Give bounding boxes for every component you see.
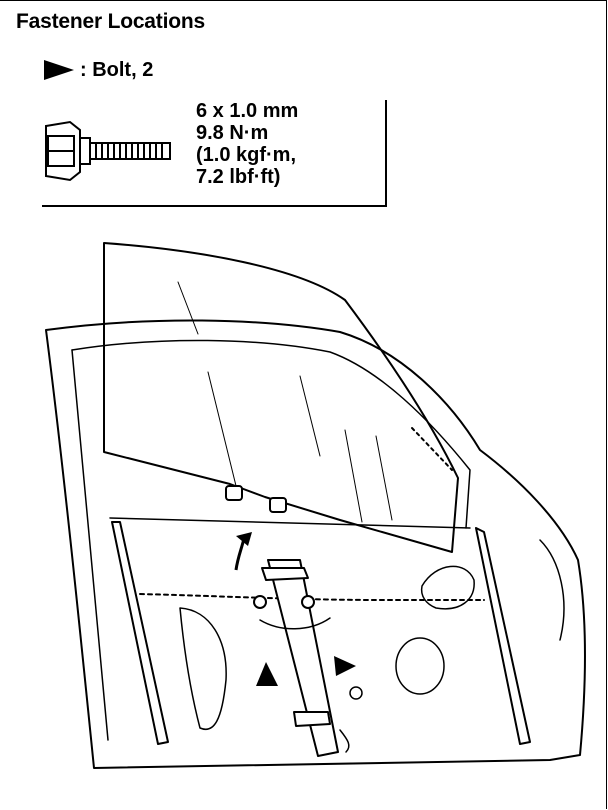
glass-clip-front	[225, 485, 243, 501]
glass-clip-rear	[269, 497, 287, 513]
window-glass	[103, 242, 459, 553]
door-panel	[45, 319, 586, 769]
triangle-marker-icon	[334, 656, 356, 676]
triangle-marker-icon	[256, 662, 278, 686]
up-arrow-icon	[234, 532, 252, 571]
spec-line-size: 6 x 1.0 mm	[196, 100, 299, 122]
spec-box-bottom	[42, 205, 387, 207]
regulator-rail	[267, 559, 339, 757]
front-run-channel	[111, 521, 169, 745]
bolt-rear	[301, 595, 315, 609]
legend-bolt: : Bolt, 2	[42, 58, 153, 82]
spec-box-right	[385, 100, 387, 207]
spec-line-torque-kgfm: (1.0 kgf·m,	[196, 144, 297, 166]
flange-bolt-icon	[45, 120, 171, 182]
page-title: Fastener Locations	[16, 10, 205, 33]
bolt-spec: 6 x 1.0 mm 9.8 N·m (1.0 kgf·m, 7.2 lbf·f…	[196, 100, 298, 188]
rear-run-channel	[475, 527, 531, 745]
legend-bolt-label: : Bolt, 2	[80, 58, 154, 81]
triangle-arrow-icon	[44, 60, 74, 80]
spec-line-torque-nm: 9.8 N·m	[196, 122, 269, 144]
bolt-front	[253, 595, 267, 609]
spec-line-torque-lbfft: 7.2 lbf·ft)	[196, 166, 281, 188]
